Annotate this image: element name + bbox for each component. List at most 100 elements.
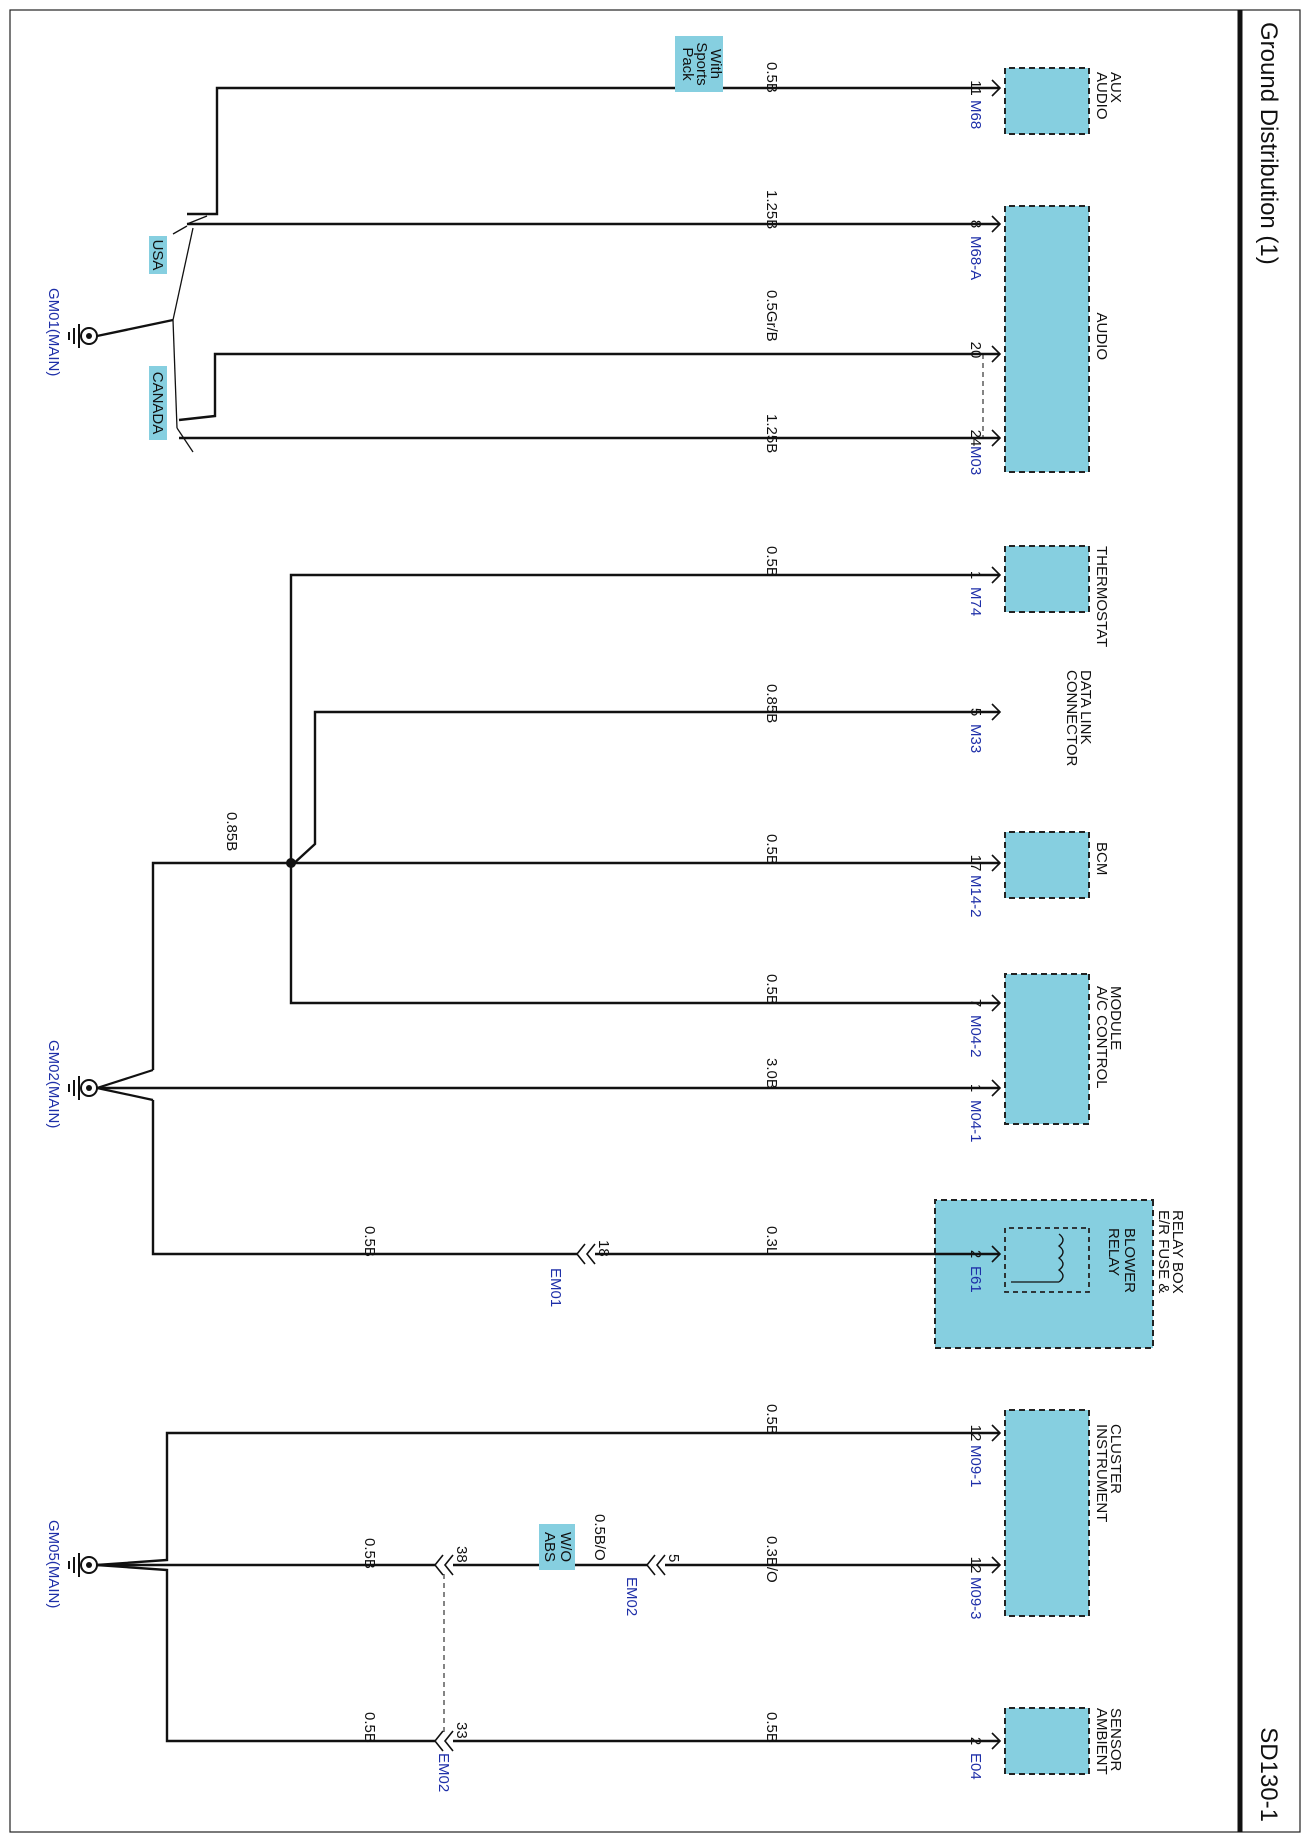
- wire-label: 0.3L: [763, 1226, 780, 1255]
- inline-connector-id: EM01: [547, 1268, 564, 1307]
- canada-tag-text: CANADA: [149, 372, 166, 435]
- ambient-label-1: AMBIENT: [1093, 1708, 1110, 1775]
- pin-number: 20: [967, 342, 984, 359]
- usa-branch-tick: [172, 225, 188, 235]
- canada-branch-tick: [176, 427, 194, 453]
- wire-label: 0.3B/O: [763, 1536, 780, 1583]
- dlc-label-2: CONNECTOR: [1063, 670, 1080, 767]
- connector-id: M68: [967, 100, 984, 129]
- wire-label: 0.5B: [763, 974, 780, 1005]
- er-fuse-label-2: RELAY BOX: [1169, 1210, 1186, 1294]
- ground-gm02-icon: [68, 1068, 154, 1102]
- usa-tag: [149, 236, 167, 274]
- bcm-box: [1004, 831, 1090, 899]
- audio-aux-label-2: AUX: [1107, 72, 1124, 103]
- ambient-label-2: SENSOR: [1107, 1708, 1124, 1772]
- inline-pin-number: 18: [595, 1240, 612, 1257]
- wo-abs-tag-line-1: W/O: [557, 1532, 574, 1562]
- audio-box: [1004, 205, 1090, 473]
- connector-id: M68-A: [967, 236, 984, 280]
- cluster-label-1: INSTRUMENT: [1093, 1424, 1110, 1522]
- wire-label: 0.5B: [763, 546, 780, 577]
- inline-connector-id: EM02: [435, 1753, 452, 1792]
- wire-label: 0.5B: [361, 1538, 378, 1569]
- canada-tag: [149, 366, 167, 440]
- wire-label: 0.85B: [223, 812, 240, 851]
- instrument-cluster-box: [1004, 1409, 1090, 1617]
- wire-label: 0.5B/O: [591, 1514, 608, 1561]
- diagram-rotated-content: Ground Distribution (1) SD130-1 AUDIO AU…: [45, 22, 1282, 1822]
- bcm-label: BCM: [1093, 842, 1110, 875]
- gm01-lead: [96, 318, 174, 338]
- connector-id: M09-1: [967, 1445, 984, 1488]
- audio-aux-label-1: AUDIO: [1093, 72, 1110, 120]
- inline-pin-number: 5: [665, 1554, 682, 1562]
- connector-id: M03: [967, 446, 984, 475]
- wire-label: 0.5B: [361, 1226, 378, 1257]
- inline-connector-id: EM02: [623, 1577, 640, 1616]
- ground-gm05-icon: [68, 1553, 98, 1577]
- wire-label: 1.25B: [763, 190, 780, 229]
- connector-id: M04-2: [967, 1015, 984, 1058]
- ground-label-gm01: GM01(MAIN): [45, 288, 62, 376]
- inline-connector-em02-icon: [645, 1554, 666, 1576]
- connector-id: E61: [967, 1266, 984, 1293]
- sports-pack-tag: [675, 36, 723, 92]
- ambient-sensor-box: [1004, 1707, 1090, 1775]
- cluster-label-2: CLUSTER: [1107, 1424, 1124, 1494]
- blower-relay-box: [1004, 1227, 1090, 1293]
- usa-tag-text: USA: [149, 240, 166, 271]
- wire-audio-pin20: [178, 352, 1000, 422]
- connector-id: M33: [967, 724, 984, 753]
- wire-thermostat: [289, 573, 1000, 865]
- blower-relay-label-1: BLOWER: [1121, 1228, 1138, 1293]
- connector-id: E04: [967, 1753, 984, 1780]
- connector-id: M04-1: [967, 1100, 984, 1143]
- sports-tag-line-1: With: [707, 49, 724, 79]
- wo-abs-tag-line-2: ABS: [541, 1532, 558, 1562]
- wire-label: 0.5B: [361, 1712, 378, 1743]
- ac-module-label-2: MODULE: [1107, 986, 1124, 1050]
- thermostat-label: THERMOSTAT: [1093, 546, 1110, 647]
- gm01-junction-leg: [172, 319, 178, 429]
- wire-label: 0.5B: [763, 1404, 780, 1435]
- gm01-junction-leg: [172, 227, 194, 321]
- wire-audio-aux: [187, 86, 1000, 216]
- audio-aux-box: [1004, 67, 1090, 135]
- wire-label: 0.5B: [763, 62, 780, 93]
- usa-branch-tick: [186, 215, 208, 225]
- wire-label: 0.5B: [763, 1712, 780, 1743]
- er-fuse-label-1: E/R FUSE &: [1155, 1210, 1172, 1293]
- page-id: SD130-1: [1255, 1727, 1282, 1822]
- audio-label: AUDIO: [1093, 312, 1110, 360]
- wire-label: 1.25B: [763, 414, 780, 453]
- relay-coil-icon: [1057, 1233, 1064, 1283]
- wire-gm02-trunk: [151, 861, 291, 1070]
- dlc-label-1: DATA LINK: [1077, 670, 1094, 744]
- wo-abs-tag: [539, 1524, 575, 1570]
- wire-em02-pin33-to-ground: [96, 1563, 435, 1743]
- pin-chevrons: [991, 79, 1002, 1750]
- wire-label: 0.5Gr/B: [763, 290, 780, 342]
- blower-relay-label-2: RELAY: [1105, 1228, 1122, 1276]
- connector-id: M14-2: [967, 875, 984, 918]
- sports-tag-line-2: Sports: [693, 42, 710, 85]
- ground-gm01-icon: [68, 324, 98, 348]
- page-title: Ground Distribution (1): [1255, 22, 1282, 265]
- inline-connector-em02-icon: [433, 1730, 454, 1752]
- er-fuse-relay-box: [934, 1199, 1154, 1349]
- inline-pin-number: 33: [453, 1722, 470, 1739]
- sports-tag-line-3: Pack: [679, 47, 696, 81]
- wire-label: 0.5B: [763, 834, 780, 865]
- wire-cluster-pin12a: [96, 1431, 1000, 1567]
- inline-pin-number: 38: [453, 1546, 470, 1563]
- wire-label: 0.85B: [763, 684, 780, 723]
- ground-label-gm02: GM02(MAIN): [45, 1040, 62, 1128]
- inline-connector-em01-icon: [575, 1243, 596, 1265]
- wire-dlc: [290, 710, 1000, 867]
- wire-ac-pin7: [289, 863, 1000, 1005]
- ground-label-gm05: GM05(MAIN): [45, 1520, 62, 1608]
- ac-module-label-1: A/C CONTROL: [1093, 986, 1110, 1089]
